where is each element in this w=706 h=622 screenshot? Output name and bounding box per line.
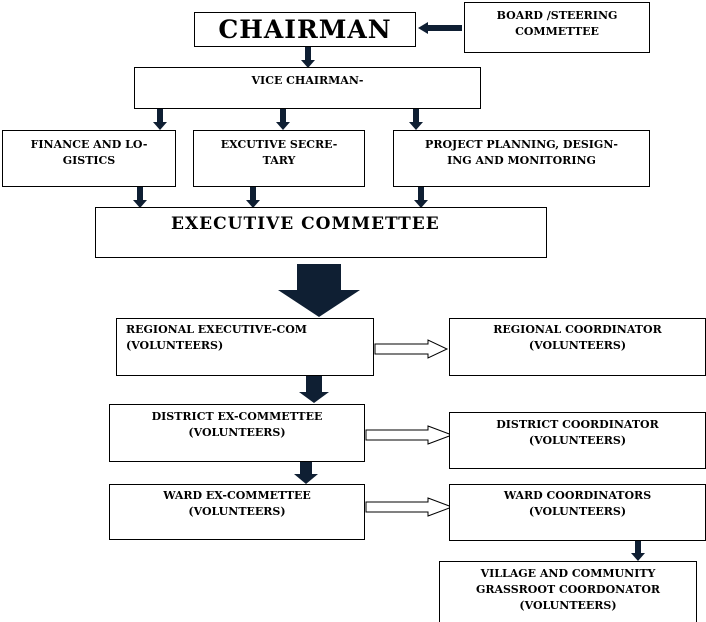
arrow-secretary-to-exec bbox=[246, 187, 260, 208]
regional-exec-label-line1: REGIONAL EXECUTIVE-COM bbox=[126, 323, 307, 336]
arrow-finance-to-exec bbox=[133, 187, 147, 208]
arrow-ward-to-coord bbox=[365, 497, 454, 517]
arrow-district-to-coord bbox=[365, 425, 454, 445]
vice-chairman-label: VICE CHAIRMAN- bbox=[251, 74, 364, 87]
ward-coord-label-line2: (VOLUNTEERS) bbox=[528, 505, 627, 518]
arrow-vice-to-planning bbox=[409, 109, 423, 130]
board-steering-committee-box: BOARD /STEERING COMMETTEE bbox=[464, 2, 650, 53]
executive-committee-box: EXECUTIVE COMMETTEE bbox=[95, 207, 547, 258]
arrow-regional-to-coord bbox=[374, 339, 449, 359]
planning-label-line2: ING AND MONITORING bbox=[447, 154, 596, 167]
vice-chairman-box: VICE CHAIRMAN- bbox=[134, 67, 481, 109]
regional-executive-box: REGIONAL EXECUTIVE-COM (VOLUNTEERS) bbox=[116, 318, 374, 376]
village-label-line3: (VOLUNTEERS) bbox=[519, 599, 617, 612]
village-label-line2: GRASSROOT COORDONATOR bbox=[475, 583, 661, 596]
district-exec-label-line1: DISTRICT EX-COMMETTEE bbox=[151, 410, 323, 423]
district-coord-label-line1: DISTRICT COORDINATOR bbox=[496, 418, 659, 431]
ward-coordinators-box: WARD COORDINATORS (VOLUNTEERS) bbox=[449, 484, 706, 541]
ward-exec-label-line2: (VOLUNTEERS) bbox=[188, 505, 286, 518]
arrow-vice-to-finance bbox=[153, 109, 167, 130]
regional-exec-label-line2: (VOLUNTEERS) bbox=[126, 339, 224, 352]
district-coordinator-box: DISTRICT COORDINATOR (VOLUNTEERS) bbox=[449, 412, 706, 469]
secretary-label-line2: TARY bbox=[262, 154, 296, 167]
regional-coord-label-line1: REGIONAL COORDINATOR bbox=[493, 323, 662, 336]
finance-logistics-box: FINANCE AND LO- GISTICS bbox=[2, 130, 176, 187]
arrow-regional-to-district bbox=[299, 376, 329, 403]
executive-secretary-box: EXCUTIVE SECRE- TARY bbox=[193, 130, 365, 187]
finance-label-line1: FINANCE AND LO- bbox=[30, 138, 148, 151]
project-planning-box: PROJECT PLANNING, DESIGN- ING AND MONITO… bbox=[393, 130, 650, 187]
district-coord-label-line2: (VOLUNTEERS) bbox=[528, 434, 627, 447]
arrow-vice-to-secretary bbox=[276, 109, 290, 130]
chairman-label: CHAIRMAN bbox=[218, 15, 392, 44]
arrow-exec-to-regional bbox=[278, 264, 360, 317]
board-label-line2: COMMETTEE bbox=[515, 25, 599, 38]
ward-committee-box: WARD EX-COMMETTEE (VOLUNTEERS) bbox=[109, 484, 365, 540]
regional-coordinator-box: REGIONAL COORDINATOR (VOLUNTEERS) bbox=[449, 318, 706, 376]
ward-exec-label-line1: WARD EX-COMMETTEE bbox=[163, 489, 311, 502]
village-community-box: VILLAGE AND COMMUNITY GRASSROOT COORDONA… bbox=[439, 561, 697, 622]
board-label-line1: BOARD /STEERING bbox=[496, 9, 618, 22]
ward-coord-label-line1: WARD COORDINATORS bbox=[503, 489, 652, 502]
district-exec-label-line2: (VOLUNTEERS) bbox=[188, 426, 286, 439]
arrow-wardcoord-to-village bbox=[631, 541, 645, 561]
regional-coord-label-line2: (VOLUNTEERS) bbox=[528, 339, 627, 352]
arrow-chairman-to-vice bbox=[301, 47, 315, 68]
arrow-board-to-chairman bbox=[418, 22, 462, 34]
executive-committee-label: EXECUTIVE COMMETTEE bbox=[171, 214, 440, 234]
finance-label-line2: GISTICS bbox=[62, 154, 116, 167]
planning-label-line1: PROJECT PLANNING, DESIGN- bbox=[425, 138, 618, 151]
secretary-label-line1: EXCUTIVE SECRE- bbox=[220, 138, 338, 151]
arrow-planning-to-exec bbox=[414, 187, 428, 208]
chairman-box: CHAIRMAN bbox=[194, 12, 416, 47]
arrow-district-to-ward bbox=[294, 462, 318, 484]
village-label-line1: VILLAGE AND COMMUNITY bbox=[480, 567, 656, 580]
district-committee-box: DISTRICT EX-COMMETTEE (VOLUNTEERS) bbox=[109, 404, 365, 462]
